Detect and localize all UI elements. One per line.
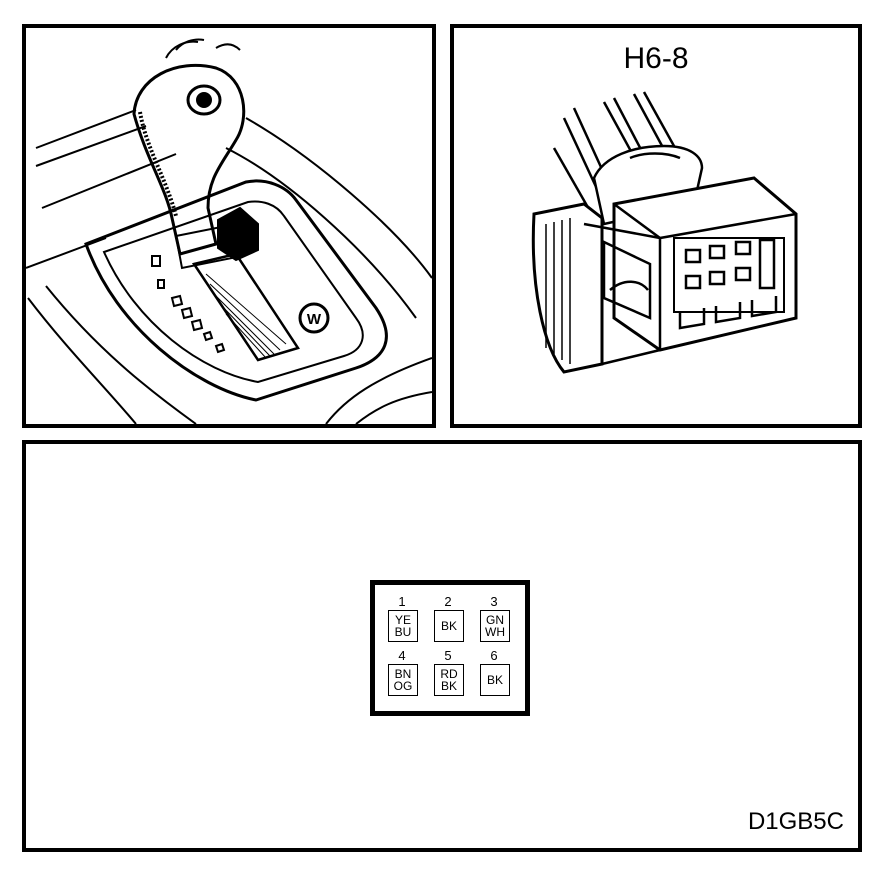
pin-wire-colors: BN OG xyxy=(388,664,418,696)
pinout-panel: 1 YE BU 2 BK 3 GN WH 4 BN OG xyxy=(22,440,862,852)
pin-number: 1 xyxy=(398,594,406,609)
knob-w-label: W xyxy=(307,311,322,328)
pin-wire-colors: RD BK xyxy=(434,664,464,696)
gear-shifter-illustration: W xyxy=(26,38,432,424)
connector-pinout-block: 1 YE BU 2 BK 3 GN WH 4 BN OG xyxy=(370,580,530,716)
wire-color: BK xyxy=(486,673,503,687)
pin-1: 1 YE BU xyxy=(385,595,419,645)
pin-4: 4 BN OG xyxy=(385,649,419,699)
pin-6: 6 BK xyxy=(477,649,511,699)
pin-2: 2 BK xyxy=(431,595,465,645)
pin-wire-colors: BK xyxy=(480,664,510,696)
diagram-id-label: D1GB5C xyxy=(747,808,844,835)
wire-color: BK xyxy=(440,619,457,633)
wire-color: BU xyxy=(394,625,412,639)
pin-number: 2 xyxy=(444,594,452,609)
pin-5: 5 RD BK xyxy=(431,649,465,699)
connector-illustration-panel: H6-8 xyxy=(450,24,862,428)
connector-title: H6-8 xyxy=(623,42,689,75)
pin-number: 4 xyxy=(398,648,406,663)
wire-color: BN xyxy=(394,667,412,681)
wire-color: GN xyxy=(486,613,504,627)
wire-color: RD xyxy=(440,667,458,681)
pin-3: 3 GN WH xyxy=(477,595,511,645)
pin-wire-colors: BK xyxy=(434,610,464,642)
pin-wire-colors: GN WH xyxy=(480,610,510,642)
pin-number: 3 xyxy=(490,594,498,609)
shifter-illustration-panel: W xyxy=(22,24,436,428)
connector-illustration xyxy=(531,91,798,374)
pin-number: 6 xyxy=(490,648,498,663)
wire-color: BK xyxy=(440,679,457,693)
wire-color: WH xyxy=(485,625,505,639)
wire-color: OG xyxy=(393,679,413,693)
pin-number: 5 xyxy=(444,648,452,663)
pin-wire-colors: YE BU xyxy=(388,610,418,642)
wire-color: YE xyxy=(394,613,411,627)
